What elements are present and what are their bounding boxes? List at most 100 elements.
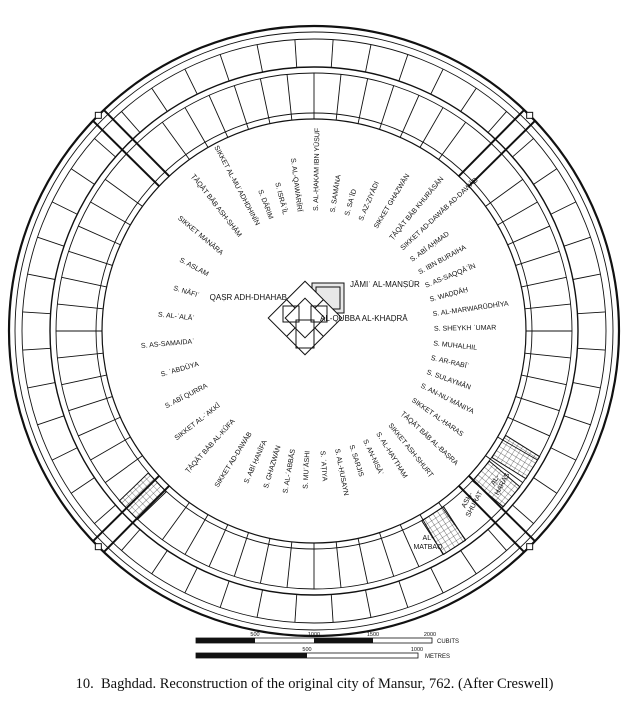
gate-tower xyxy=(94,111,102,119)
inner-divider xyxy=(357,538,369,584)
street-label: S. ʿAṬIYA xyxy=(319,450,329,481)
outer-divider xyxy=(22,347,51,351)
outer-divider xyxy=(460,550,477,575)
outer-divider xyxy=(577,347,606,351)
street-label: S. AS-SAMAIDAʾ xyxy=(141,337,195,350)
inner-divider xyxy=(485,455,523,484)
inner-divider xyxy=(521,374,567,386)
outer-divider xyxy=(563,236,591,247)
caption-number: 10. xyxy=(75,676,94,692)
inner-divider xyxy=(208,95,229,138)
outer-divider xyxy=(121,111,141,133)
block-label-matbaq: AL- MATBAQ xyxy=(413,535,443,551)
outer-divider xyxy=(151,87,168,112)
inner-divider xyxy=(524,352,571,359)
outer-divider xyxy=(563,415,591,426)
outer-divider xyxy=(365,589,372,618)
inner-divider xyxy=(61,374,107,386)
outer-divider xyxy=(256,589,263,618)
outer-divider xyxy=(184,68,198,95)
ash-shurat-block xyxy=(471,460,521,508)
street-label: S. ʿABDŪYA xyxy=(160,360,200,379)
outer-divider xyxy=(256,44,263,73)
outer-divider xyxy=(51,201,78,215)
street-label: S. AL-ḤAKAM IBN YŪSUF xyxy=(312,128,321,211)
gate-tower xyxy=(526,543,534,551)
inner-divider xyxy=(105,455,143,484)
outer-divider xyxy=(330,594,334,623)
street-label: S. ISRĀʾĪL xyxy=(273,181,289,215)
metres-tick-1000: 1000 xyxy=(411,647,423,653)
gate-passages xyxy=(92,109,536,553)
street-label: ṬĀQĀT BĀB AL-BAṢRA xyxy=(399,410,460,467)
outer-divider xyxy=(550,201,577,215)
west-gate-block xyxy=(118,472,167,521)
outer-divider xyxy=(572,382,601,389)
inner-divider xyxy=(105,178,143,207)
inner-divider xyxy=(286,541,293,588)
outer-divider xyxy=(37,236,65,247)
outer-divider xyxy=(294,594,298,623)
gate-tower xyxy=(94,543,102,551)
inner-divider xyxy=(524,303,571,310)
outer-divider xyxy=(94,504,116,524)
inner-divider xyxy=(335,74,342,121)
outer-divider xyxy=(430,567,444,594)
gate-passage-line xyxy=(458,485,525,553)
label-qasr-adh-dhahab: QAṢR ADH-DHAHAB xyxy=(210,293,287,302)
cubits-unit: CUBITS xyxy=(437,639,459,645)
metres-unit: METRES xyxy=(425,654,450,660)
inner-divider xyxy=(90,436,131,461)
inner-divider xyxy=(208,524,229,567)
street-label: S. MUHALHIL xyxy=(433,340,478,352)
outer-divider xyxy=(533,477,558,494)
outer-divider xyxy=(365,44,372,73)
street-label: S. AZ-ZIYĀDI xyxy=(357,180,381,222)
al-haras-block xyxy=(491,434,541,480)
inner-divider xyxy=(259,78,271,124)
inner-divider xyxy=(78,225,121,246)
ring-0 xyxy=(7,24,621,638)
ring-3 xyxy=(49,66,579,596)
block-label-shurat: ASH- SHURAT xyxy=(461,490,485,519)
inner-divider xyxy=(161,122,190,160)
outer-divider xyxy=(151,550,168,575)
ring-dividers xyxy=(22,39,606,623)
cubits-tick-2000: 2000 xyxy=(424,632,436,638)
street-label: S. SAMĀNA xyxy=(329,174,343,213)
street-label: S. AL-ḤUSAYN xyxy=(333,448,349,496)
inner-divider xyxy=(233,85,249,130)
cubits-tick-1500: 1500 xyxy=(367,632,379,638)
street-label: S. AL-MARWARŪDHĪYA xyxy=(432,299,509,318)
outer-divider xyxy=(27,273,56,280)
inner-divider xyxy=(57,352,104,359)
inner-divider xyxy=(68,396,113,412)
street-label: S. GHAZWĀN xyxy=(262,445,283,490)
outer-divider xyxy=(27,382,56,389)
inner-divider xyxy=(259,538,271,584)
inner-divider xyxy=(497,201,538,226)
inner-divider xyxy=(515,250,560,266)
outer-divider xyxy=(487,111,507,133)
gate-blocks xyxy=(118,434,541,556)
inner-divider xyxy=(399,524,420,567)
inner-divider xyxy=(184,514,209,555)
street-label: S. SAʿĪD xyxy=(343,188,358,216)
outer-divider xyxy=(22,311,51,315)
outer-divider xyxy=(550,447,577,461)
caption-text: Baghdad. Reconstruction of the original … xyxy=(100,676,554,692)
outer-divider xyxy=(219,580,230,608)
inner-divider xyxy=(286,74,293,121)
street-label: S. WAḌḌĀḤ xyxy=(429,286,469,304)
inner-divider xyxy=(507,416,550,437)
outer-divider xyxy=(577,311,606,315)
haras-line1: AL- xyxy=(490,473,502,486)
outer-divider xyxy=(330,39,334,68)
label-al-qubba-al-khadra: AL-QUBBA AL-KHAḌRĀ xyxy=(320,314,408,323)
inner-divider xyxy=(379,85,395,130)
inner-divider xyxy=(184,107,209,148)
street-label: S. NĀFIʿ xyxy=(172,284,200,299)
label-jami-al-mansur: JĀMIʿ AL-MANṢŪR xyxy=(350,280,420,289)
street-label: S. ASLAM xyxy=(178,257,210,278)
